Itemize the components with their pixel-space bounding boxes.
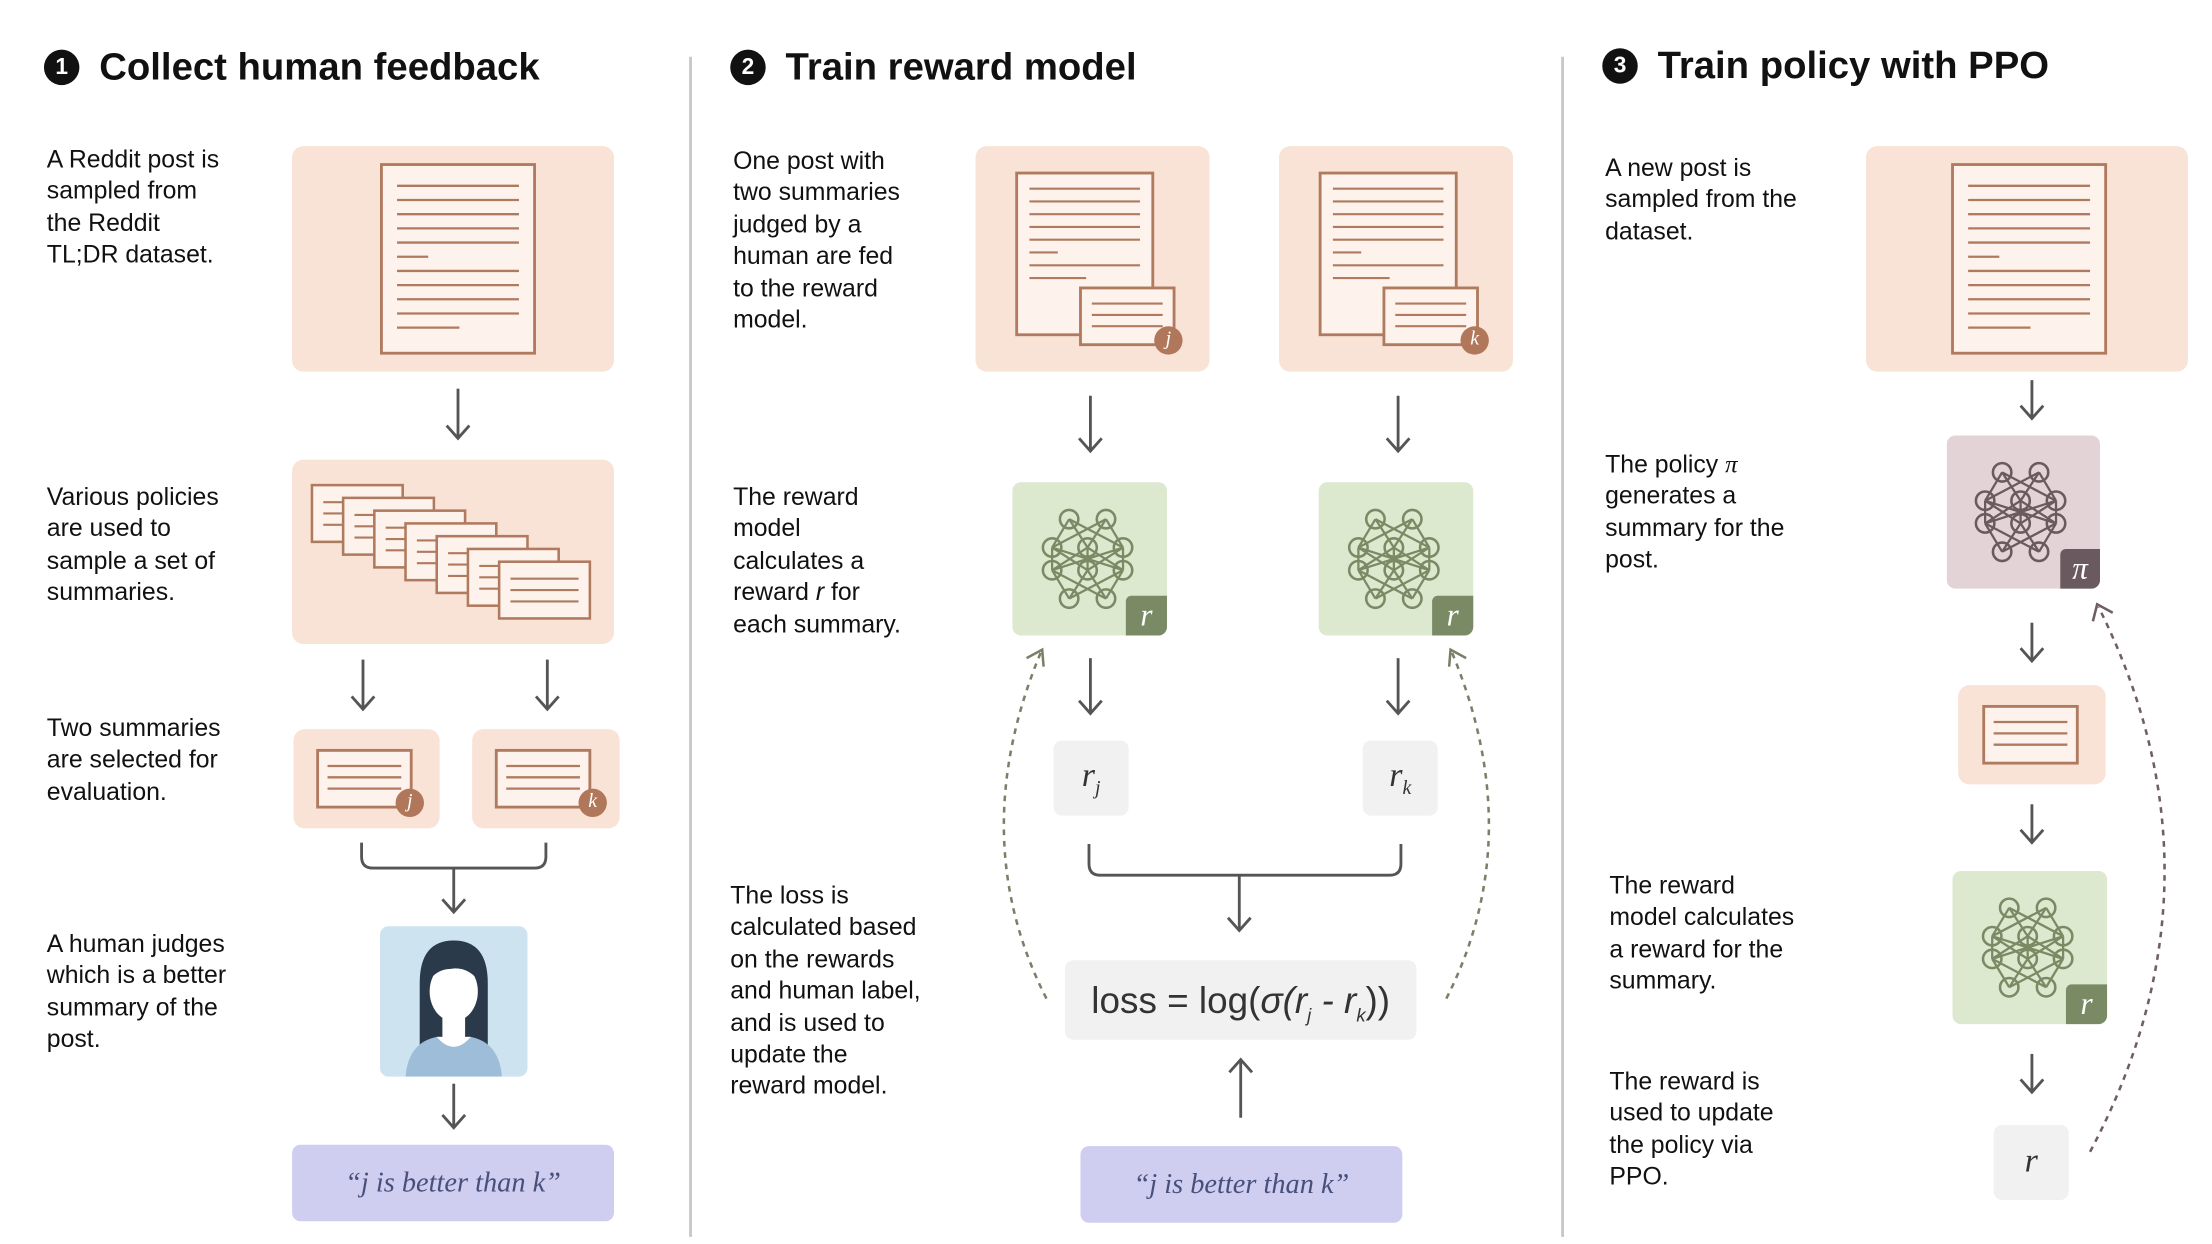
section2-desc-2-r: r xyxy=(815,577,825,606)
arrow-down-icon xyxy=(441,1083,467,1130)
section2-title: Train reward model xyxy=(785,45,1137,88)
badge-j: j xyxy=(395,788,424,818)
reward-badge: r xyxy=(1432,595,1474,636)
loss-sub-j: j xyxy=(1307,1004,1312,1026)
section2-desc-1: One post with two summaries judged by a … xyxy=(733,146,900,334)
loss-suffix: )) xyxy=(1365,978,1391,1022)
rk-base: r xyxy=(1389,757,1403,795)
neural-network-icon xyxy=(1981,897,2074,998)
document-icon xyxy=(380,163,536,355)
policy-samples-box xyxy=(292,459,614,644)
generated-summary-box xyxy=(1958,685,2106,785)
reward-model-j: r xyxy=(1012,482,1167,636)
section1-desc-3: Two summaries are selected for evaluatio… xyxy=(46,713,221,806)
arrow-down-icon xyxy=(2019,1053,2045,1095)
new-post-box xyxy=(1866,146,2188,372)
section3-desc-2: The policy π generates a summary for the… xyxy=(1605,448,1784,575)
section2-desc-2-a: The reward model calculates a reward xyxy=(733,482,865,606)
summary-icon xyxy=(316,748,413,809)
rj-sub: j xyxy=(1094,778,1101,800)
section1-desc-4: A human judges which is a better summary… xyxy=(46,929,227,1053)
section1-heading: 1 Collect human feedback xyxy=(43,45,540,89)
stacked-summaries-icon xyxy=(310,483,592,620)
loss-minus: - r xyxy=(1311,978,1357,1022)
loss-formula: loss = log(σ(rj - rk)) xyxy=(1064,960,1417,1040)
merge-bracket-icon xyxy=(1087,843,1403,933)
arrow-down-icon xyxy=(1078,395,1103,454)
arrow-down-icon xyxy=(1078,658,1103,716)
section3-heading: 3 Train policy with PPO xyxy=(1602,44,2049,88)
rj-base: r xyxy=(1081,757,1095,795)
summary-icon xyxy=(497,560,592,620)
merge-bracket-icon xyxy=(360,842,548,915)
section1-number: 1 xyxy=(43,49,80,86)
section2-heading: 2 Train reward model xyxy=(730,45,1137,89)
post-with-summary-j-box: j xyxy=(975,146,1210,372)
loss-prefix: loss = log( xyxy=(1091,978,1261,1022)
section3-desc-1: A new post is sampled from the dataset. xyxy=(1605,153,1797,246)
policy-model: π xyxy=(1946,435,2100,589)
column-divider-2 xyxy=(1561,56,1564,1237)
section3-desc-2-a: The policy xyxy=(1605,449,1726,479)
arrow-up-icon xyxy=(1228,1057,1254,1118)
arrow-down-icon xyxy=(1385,658,1411,716)
rk-sub: k xyxy=(1402,778,1412,800)
reward-badge: r xyxy=(2065,984,2108,1025)
section3-desc-2-b: generates a summary for the post. xyxy=(1605,481,1785,574)
neural-network-icon xyxy=(1041,508,1134,610)
section3-desc-3: The reward model calculates a reward for… xyxy=(1609,870,1795,995)
reddit-post-box xyxy=(292,146,614,372)
summary-icon xyxy=(494,748,592,809)
reward-model-ppo: r xyxy=(1952,870,2108,1025)
neural-network-icon xyxy=(1347,508,1440,610)
summary-k-box: k xyxy=(472,729,620,829)
reward-model-k: r xyxy=(1318,482,1474,636)
human-judge-avatar xyxy=(380,926,528,1077)
badge-k: k xyxy=(578,788,607,818)
section1-title: Collect human feedback xyxy=(99,45,540,88)
arrow-down-icon xyxy=(1385,395,1411,454)
arrow-down-icon xyxy=(2019,804,2045,845)
section2-number: 2 xyxy=(730,49,766,86)
section2-desc-2: The reward model calculates a reward r f… xyxy=(733,481,901,640)
section3-number: 3 xyxy=(1602,48,1638,84)
column-divider-1 xyxy=(689,56,692,1237)
section2-desc-2-b: for each summary. xyxy=(733,577,901,638)
post-with-summary-k-box: k xyxy=(1278,146,1513,372)
document-icon xyxy=(1318,171,1479,347)
dashed-arrow-icon xyxy=(1002,647,1048,1000)
reward-value-j: rj xyxy=(1053,740,1129,816)
neural-network-icon xyxy=(1974,461,2067,563)
badge-k: k xyxy=(1460,326,1489,355)
dashed-arrow-icon xyxy=(1445,647,1491,1000)
section3-title: Train policy with PPO xyxy=(1657,43,2050,87)
loss-sigma: σ(r xyxy=(1260,978,1308,1022)
dashed-arrow-icon xyxy=(2088,602,2166,1153)
section2-desc-3: The loss is calculated based on the rewa… xyxy=(730,880,921,1100)
arrow-down-icon xyxy=(534,659,560,712)
section1-desc-2: Various policies are used to sample a se… xyxy=(46,482,219,606)
loss-sub-k: k xyxy=(1356,1004,1366,1026)
summary-icon xyxy=(1982,704,2079,765)
human-label-box: “j is better than k” xyxy=(1080,1146,1403,1223)
arrow-down-icon xyxy=(2019,380,2045,421)
summary-j-box: j xyxy=(293,729,440,829)
policy-badge: π xyxy=(2060,548,2100,589)
ppo-reward-value: r xyxy=(1993,1124,2069,1201)
reward-badge: r xyxy=(1125,595,1167,636)
section1-desc-1: A Reddit post is sampled from the Reddit… xyxy=(46,144,220,269)
person-icon xyxy=(405,940,502,1077)
document-icon xyxy=(1015,171,1176,347)
document-icon xyxy=(1951,163,2108,355)
arrow-down-icon xyxy=(350,659,376,712)
arrow-down-icon xyxy=(445,388,471,441)
badge-j: j xyxy=(1154,326,1183,355)
section3-desc-2-pi: π xyxy=(1725,449,1738,479)
section3-desc-4: The reward is used to update the policy … xyxy=(1609,1066,1774,1191)
reward-value-k: rk xyxy=(1362,740,1438,816)
arrow-down-icon xyxy=(2019,622,2045,664)
human-label-box: “j is better than k” xyxy=(292,1144,614,1222)
